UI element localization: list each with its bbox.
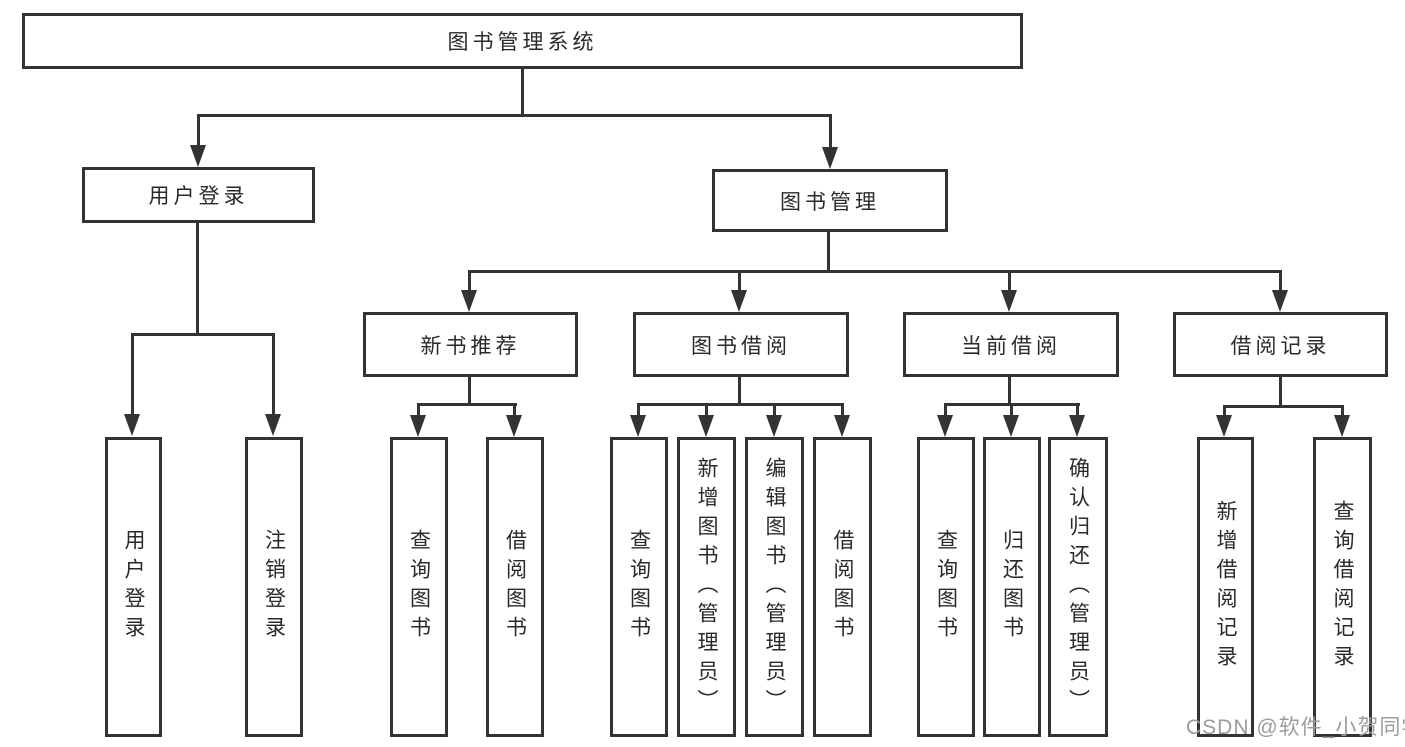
leaf-logout-label: 注销登录 [262, 529, 286, 645]
connector-line [513, 403, 516, 417]
leaf-edit-book-admin: 编辑图书（管理员） [745, 437, 804, 737]
arrow-down-icon [766, 415, 782, 437]
connector-line [738, 270, 741, 292]
leaf-query-books-recommend-label: 查询图书 [407, 529, 431, 645]
arrow-down-icon [506, 415, 522, 437]
connector-line [637, 403, 640, 417]
leaf-query-books-borrowing: 查询图书 [610, 437, 668, 737]
leaf-user-login: 用户登录 [105, 437, 162, 737]
connector-line [1076, 403, 1079, 417]
node-borrowing-records-label: 借阅记录 [1230, 334, 1331, 358]
connector-line [705, 403, 708, 417]
connector-book-management-stem [827, 232, 830, 273]
arrow-down-icon [1069, 415, 1085, 437]
arrow-down-icon [1272, 290, 1288, 312]
arrow-down-icon [731, 290, 747, 312]
node-book-management: 图书管理 [712, 169, 948, 232]
leaf-confirm-return-admin-label: 确认归还（管理员） [1066, 456, 1090, 718]
leaf-query-books-current-label: 查询图书 [934, 529, 958, 645]
leaf-borrow-books-recommend-label: 借阅图书 [503, 529, 527, 645]
leaf-add-borrow-record: 新增借阅记录 [1197, 437, 1254, 737]
connector-root-stem [521, 69, 524, 116]
leaf-query-books-borrowing-label: 查询图书 [627, 529, 651, 645]
connector-line [773, 403, 776, 417]
leaf-return-book-label: 归还图书 [1000, 529, 1024, 645]
leaf-edit-book-admin-label: 编辑图书（管理员） [763, 456, 786, 718]
leaf-query-books-current: 查询图书 [917, 437, 975, 737]
connector-line [829, 114, 832, 150]
arrow-down-icon [1003, 415, 1019, 437]
arrow-down-icon [461, 290, 477, 312]
node-borrowing-records: 借阅记录 [1173, 312, 1388, 377]
connector-user-login-stem [196, 222, 199, 336]
node-new-book-recommendation-label: 新书推荐 [420, 334, 521, 358]
node-book-borrowing-label: 图书借阅 [691, 334, 791, 358]
connector-line [272, 333, 275, 417]
arrow-down-icon [698, 415, 714, 437]
node-library-system: 图书管理系统 [22, 13, 1023, 69]
leaf-query-borrow-record-label: 查询借阅记录 [1331, 500, 1354, 674]
arrow-down-icon [937, 415, 953, 437]
connector-line [841, 403, 844, 417]
connector-stem [468, 377, 471, 406]
node-library-system-label: 图书管理系统 [447, 31, 598, 54]
connector-line [1008, 270, 1011, 292]
leaf-borrow-books-recommend: 借阅图书 [486, 437, 544, 737]
leaf-return-book: 归还图书 [983, 437, 1041, 737]
connector-line [468, 270, 471, 292]
connector-line [944, 403, 947, 417]
arrow-down-icon [190, 145, 206, 167]
arrow-down-icon [822, 147, 838, 169]
connector-line [197, 114, 200, 148]
arrow-down-icon [1334, 415, 1350, 437]
node-new-book-recommendation: 新书推荐 [363, 312, 578, 377]
arrow-down-icon [265, 414, 281, 436]
connector-line [1279, 270, 1282, 292]
leaf-query-borrow-record: 查询借阅记录 [1313, 437, 1372, 737]
leaf-add-book-admin: 新增图书（管理员） [677, 437, 736, 737]
leaf-borrow-books-borrowing-label: 借阅图书 [831, 529, 854, 645]
connector-stem [1279, 377, 1282, 408]
leaf-user-login-label: 用户登录 [122, 529, 145, 645]
connector-line [1341, 405, 1344, 417]
leaf-add-borrow-record-label: 新增借阅记录 [1214, 500, 1237, 674]
connector-stem [1008, 377, 1011, 406]
connector-line [1010, 403, 1013, 417]
connector-stem [738, 377, 741, 406]
arrow-down-icon [630, 415, 646, 437]
arrow-down-icon [1001, 290, 1017, 312]
connector-line [417, 403, 420, 417]
connector-split [1223, 405, 1344, 408]
node-book-borrowing: 图书借阅 [633, 312, 849, 377]
arrow-down-icon [834, 415, 850, 437]
arrow-down-icon [410, 415, 426, 437]
node-user-login: 用户登录 [82, 167, 315, 223]
connector-line [1223, 405, 1226, 417]
connector-level2-split [468, 270, 1282, 273]
leaf-confirm-return-admin: 确认归还（管理员） [1048, 437, 1108, 737]
watermark-text: CSDN @软件_小贺同学 [1186, 716, 1405, 739]
connector-split [637, 403, 844, 406]
arrow-down-icon [124, 414, 140, 436]
leaf-logout: 注销登录 [245, 437, 303, 737]
node-book-management-label: 图书管理 [780, 190, 880, 214]
node-current-borrowing-label: 当前借阅 [961, 334, 1061, 358]
connector-split [417, 403, 517, 406]
leaf-add-book-admin-label: 新增图书（管理员） [695, 456, 718, 718]
leaf-borrow-books-borrowing: 借阅图书 [813, 437, 872, 737]
leaf-query-books-recommend: 查询图书 [390, 437, 448, 737]
connector-level1-split [197, 114, 831, 117]
connector-user-login-split [131, 333, 275, 336]
node-user-login-label: 用户登录 [148, 185, 249, 208]
connector-line [131, 333, 134, 417]
arrow-down-icon [1216, 415, 1232, 437]
node-current-borrowing: 当前借阅 [903, 312, 1119, 377]
